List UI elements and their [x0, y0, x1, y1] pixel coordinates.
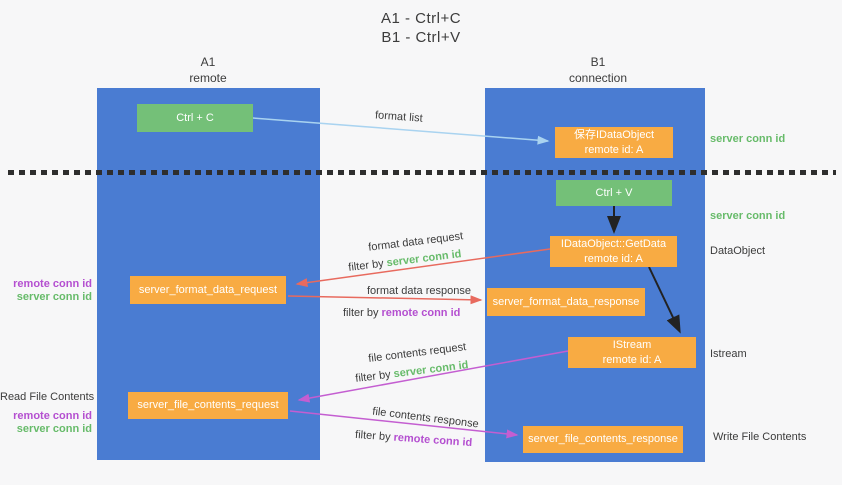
filter-by-text: filter by	[343, 307, 382, 319]
dotted-separator-line	[8, 170, 836, 175]
ctrl-c-box: Ctrl + C	[137, 104, 253, 132]
column-header-a1: A1 remote	[148, 55, 268, 86]
column-header-b1: B1 connection	[538, 55, 658, 86]
file-contents-request-arrow	[297, 350, 569, 403]
server-conn-id-label-bottom-left: server conn id	[16, 423, 92, 435]
diagram-title-line2: B1 - Ctrl+V	[381, 29, 461, 46]
server-file-contents-request-box: server_file_contents_request	[128, 392, 288, 419]
ctrl-v-box: Ctrl + V	[556, 180, 672, 206]
getdata-label: IDataObject::GetData	[560, 238, 667, 251]
server-format-data-request-box: server_format_data_request	[130, 276, 286, 304]
format-data-request-arrow	[295, 248, 551, 288]
format-data-response-annotation: format data response	[367, 285, 471, 297]
write-file-contents-label: Write File Contents	[713, 431, 807, 443]
save-idataobject-label: 保存IDataObject	[573, 129, 655, 142]
istream-label: IStream	[612, 339, 652, 352]
ctrl-v-label: Ctrl + V	[595, 186, 633, 199]
remote-conn-id-label-bottom-left: remote conn id	[13, 410, 92, 422]
remote-conn-id-label-top-left: remote conn id	[13, 278, 92, 290]
istream-remote-id: remote id: A	[602, 353, 662, 366]
remote-conn-id-text: remote conn id	[381, 307, 461, 319]
server-format-data-request-label: server_format_data_request	[138, 283, 278, 296]
column-b1-subtitle: connection	[568, 70, 628, 85]
idataobject-getdata-box: IDataObject::GetData remote id: A	[550, 236, 677, 267]
server-file-contents-response-label: server_file_contents_response	[528, 433, 678, 446]
column-a1-subtitle: remote	[189, 70, 227, 85]
ctrl-c-label: Ctrl + C	[176, 111, 214, 124]
server-format-data-response-label: server_format_data_response	[492, 295, 640, 308]
server-conn-id-label-top-left: server conn id	[16, 291, 92, 303]
diagram-title-line1: A1 - Ctrl+C	[380, 10, 462, 27]
read-file-contents-label: Read File Contents	[0, 391, 95, 403]
format-list-arrow	[252, 117, 550, 145]
istream-box: IStream remote id: A	[568, 337, 696, 368]
filter-by-remote-conn-id-annotation-1: filter by remote conn id	[343, 307, 460, 319]
column-b1-name: B1	[590, 55, 606, 69]
server-conn-id-label-top-right: server conn id	[710, 133, 786, 145]
getdata-remote-id: remote id: A	[584, 252, 643, 265]
server-file-contents-response-box: server_file_contents_response	[523, 426, 683, 453]
getdata-to-istream-arrow	[648, 266, 681, 334]
save-idataobject-box: 保存IDataObject remote id: A	[555, 127, 673, 158]
save-idataobject-remote-id: remote id: A	[584, 143, 644, 156]
dataobject-label: DataObject	[710, 245, 766, 257]
server-format-data-response-box: server_format_data_response	[487, 288, 645, 316]
column-a1-name: A1	[200, 55, 216, 69]
istream-side-label: Istream	[710, 348, 747, 360]
format-data-response-arrow	[287, 295, 483, 305]
file-contents-response-arrow	[289, 410, 519, 439]
server-file-contents-request-label: server_file_contents_request	[137, 399, 279, 412]
server-conn-id-label-mid-right: server conn id	[710, 210, 786, 222]
